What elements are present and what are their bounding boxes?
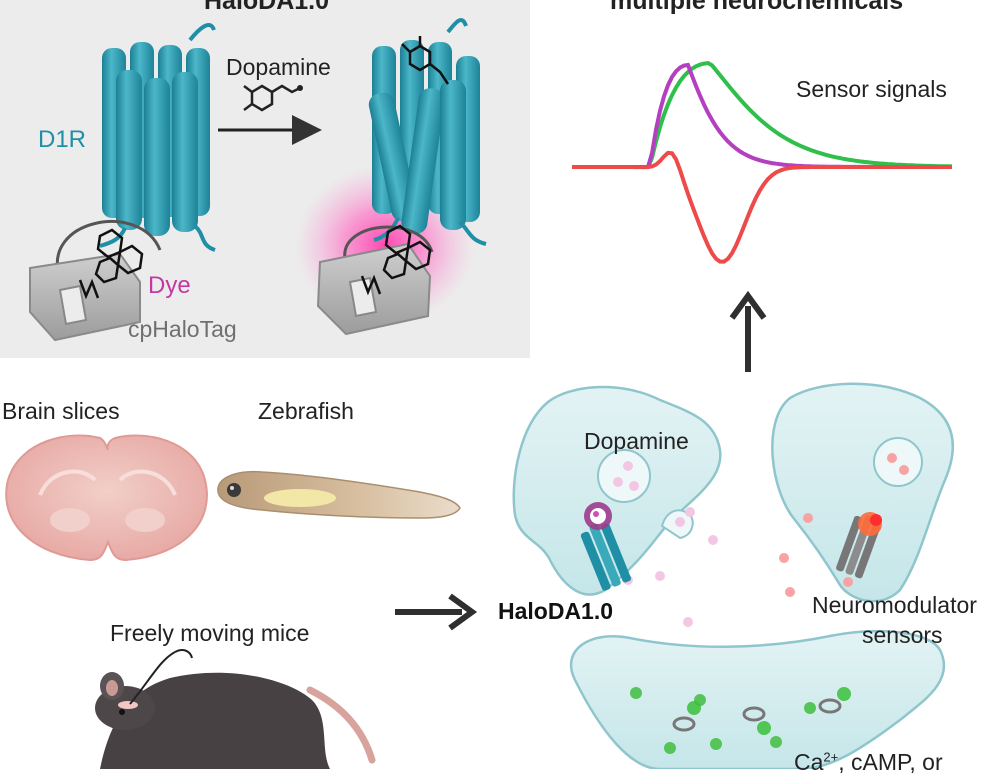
neuromodulator-label: Neuromodulator (812, 592, 977, 618)
ca-charge: 2+ (823, 749, 839, 765)
d1r-receptor-active (368, 18, 487, 246)
panel-title-neurochemicals: multiple neurochemicals (610, 0, 904, 15)
presynaptic-left (512, 385, 722, 596)
sensor-signals-plot (572, 61, 953, 264)
second-messenger-label: Ca2+, cAMP, or (794, 749, 943, 776)
dopamine-label-synapse: Dopamine (584, 428, 689, 454)
cphalotag-label: cpHaloTag (128, 316, 237, 342)
freely-moving-mice-label: Freely moving mice (110, 620, 310, 646)
halotag-active (316, 224, 434, 336)
activation-arrow (218, 84, 322, 145)
sensors-label: sensors (862, 622, 943, 648)
camp-text: , cAMP, or (838, 749, 943, 775)
dopamine-label-top: Dopamine (226, 54, 331, 80)
presynaptic-right (771, 382, 954, 603)
sensor-signals-label: Sensor signals (796, 76, 947, 102)
released-molecules (623, 507, 853, 627)
d1r-label: D1R (38, 126, 87, 153)
right-arrow (395, 593, 478, 631)
haloda-label-synapse: HaloDA1.0 (498, 598, 614, 624)
brain-slices-label: Brain slices (2, 398, 120, 424)
up-arrow (729, 290, 767, 372)
zebrafish-image (217, 470, 461, 519)
brain-slice-image (5, 434, 208, 562)
d1r-receptor-inactive (99, 23, 216, 252)
halotag-inactive (29, 220, 162, 342)
signal-curve-red (572, 150, 952, 264)
postsynaptic-cell (569, 629, 946, 769)
ca-text: Ca (794, 749, 824, 775)
mouse-image (95, 649, 376, 769)
panel-title-haloda: HaloDA1.0 (204, 0, 330, 15)
haloda-sensor-synapse (580, 502, 631, 591)
dye-label: Dye (148, 272, 191, 299)
zebrafish-label: Zebrafish (258, 398, 354, 424)
